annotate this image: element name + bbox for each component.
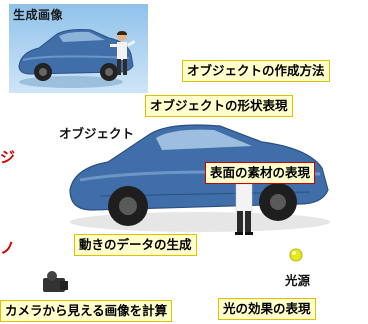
creation-method-label: オブジェクトの作成方法 [182, 60, 330, 82]
motion-data-label: 動きのデータの生成 [74, 234, 197, 256]
light-source-sphere [289, 248, 303, 262]
shape-representation-label: オブジェクトの形状表現 [145, 95, 293, 117]
thumbnail-title: 生成画像 [13, 8, 64, 22]
generated-image-thumbnail: 生成画像 [9, 4, 148, 93]
thumbnail-car-illustration [18, 29, 136, 88]
surface-material-label: 表面の素材の表現 [205, 162, 316, 184]
camera-calc-label: カメラから見える画像を計算 [0, 300, 173, 322]
car-windshield [156, 129, 252, 150]
object-label: オブジェクト [59, 126, 135, 141]
light-effect-label: 光の効果の表現 [218, 298, 316, 320]
red-mark-lower: ノ [0, 239, 16, 257]
light-source-label: 光源 [285, 273, 311, 288]
red-mark-upper: ジ [0, 148, 16, 166]
camera-icon [43, 271, 68, 292]
